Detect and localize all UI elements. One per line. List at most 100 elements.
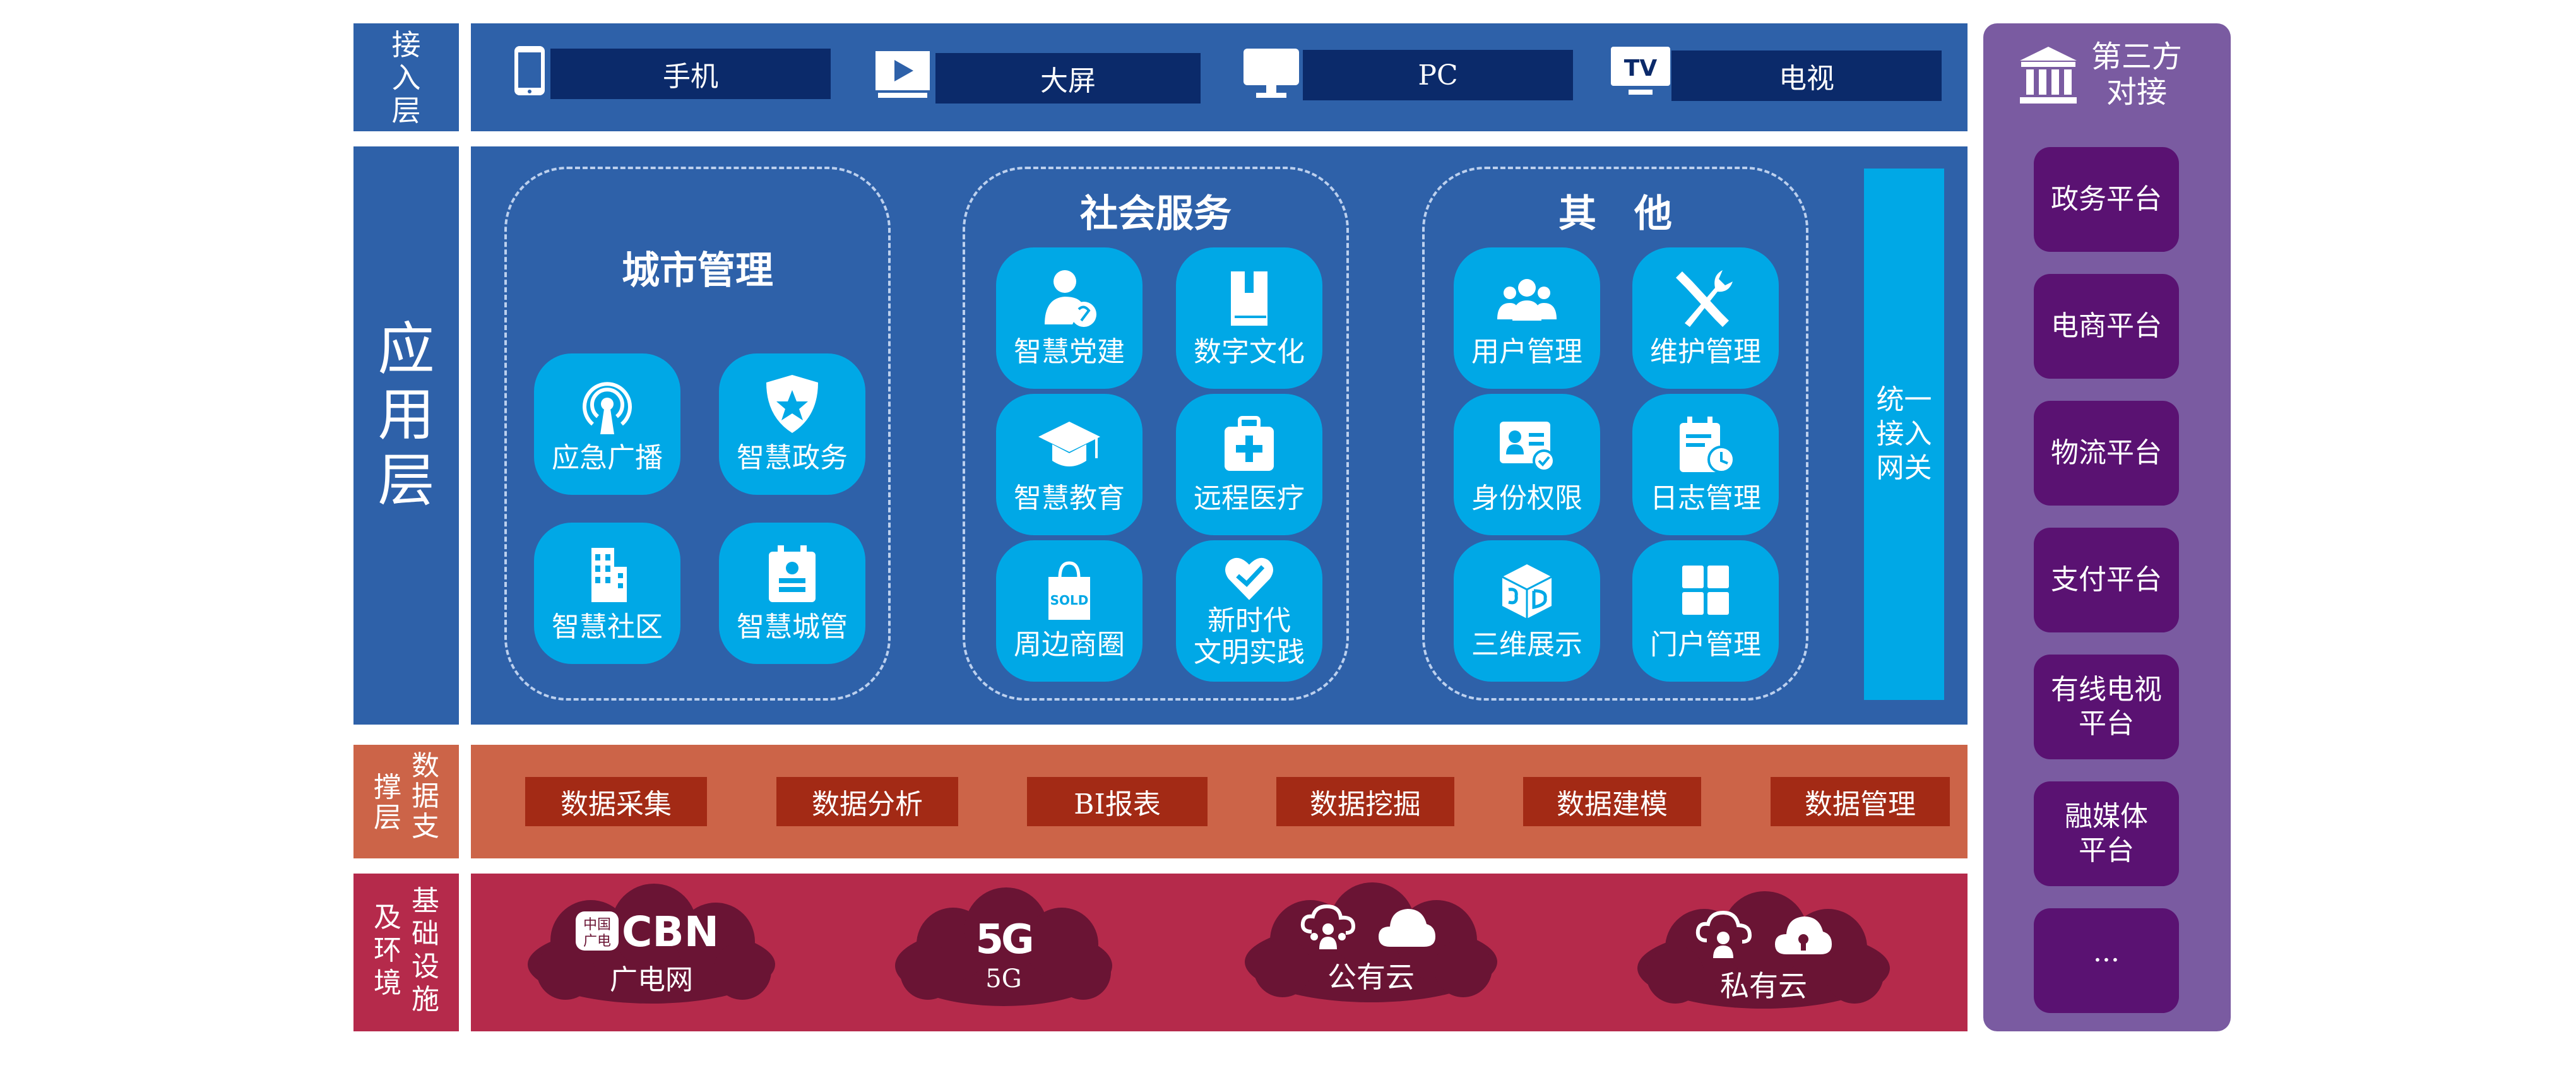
- platform-more[interactable]: ···: [2034, 908, 2179, 1013]
- infra-layer-label: 基 础 设 施 及 环 境: [353, 874, 459, 1031]
- identity-card-icon: [1500, 422, 1555, 472]
- svg-text:中国: 中国: [583, 917, 611, 933]
- device-tv-label: 电视: [1779, 62, 1834, 95]
- data-collection[interactable]: 数据采集: [525, 777, 707, 826]
- tile-smart-community[interactable]: 智慧社区: [534, 523, 680, 664]
- platform-logistics[interactable]: 物流平台: [2034, 401, 2179, 506]
- data-collection-label: 数据采集: [561, 788, 672, 821]
- data-management[interactable]: 数据管理: [1771, 777, 1950, 826]
- svg-text:TV: TV: [1624, 56, 1658, 81]
- cloud-users-icon: [1300, 904, 1356, 949]
- data-mining[interactable]: 数据挖掘: [1276, 777, 1454, 826]
- unified-gateway[interactable]: 统一 接入 网关: [1864, 169, 1944, 700]
- tile-3d-display[interactable]: 三维展示: [1454, 540, 1600, 682]
- data-analysis[interactable]: 数据分析: [776, 777, 958, 826]
- data-layer-band: [471, 745, 1968, 858]
- tile-maintenance-management[interactable]: 维护管理: [1632, 247, 1779, 389]
- app-layer-text: 应用层: [377, 316, 435, 514]
- tv-icon: TV: [1611, 47, 1670, 95]
- cloud-public-label: 公有云: [1327, 960, 1415, 994]
- platform-ecommerce[interactable]: 电商平台: [2034, 274, 2179, 379]
- tile-log-management[interactable]: 日志管理: [1632, 394, 1779, 535]
- tile-telemedicine[interactable]: 远程医疗: [1176, 394, 1322, 535]
- svg-text:施: 施: [412, 983, 439, 1016]
- platform-cable-tv[interactable]: 有线电视 平台: [2034, 655, 2179, 759]
- 5g-logo: 5G: [975, 916, 1034, 963]
- tile-smart-education-label: 智慧教育: [1014, 482, 1125, 514]
- tile-civilization-practice[interactable]: 新时代 文明实践: [1176, 540, 1322, 682]
- tile-digital-culture-label: 数字文化: [1194, 336, 1305, 368]
- svg-text:及: 及: [374, 901, 401, 934]
- infra-layer-text: 基 础 设 施 及 环 境: [374, 885, 439, 1016]
- tile-nearby-shopping[interactable]: SOLD 周边商圈: [996, 540, 1143, 682]
- data-layer-label: 数 据 支 撑 层: [353, 745, 459, 858]
- tile-smart-city-management[interactable]: 智慧城管: [719, 523, 865, 664]
- tile-emergency-broadcast[interactable]: 应急广播: [534, 353, 680, 495]
- tile-telemedicine-label: 远程医疗: [1194, 482, 1305, 514]
- police-badge-icon: [766, 375, 818, 433]
- platform-government[interactable]: 政务平台: [2034, 147, 2179, 252]
- platform-converged-media[interactable]: 融媒体 平台: [2034, 781, 2179, 886]
- cloud-icon: [1379, 909, 1435, 947]
- svg-text:SOLD: SOLD: [1050, 593, 1089, 608]
- tile-smart-education[interactable]: 智慧教育: [996, 394, 1143, 535]
- tile-user-management[interactable]: 用户管理: [1454, 247, 1600, 389]
- institution-bank-icon: [2020, 47, 2077, 104]
- heart-check-icon: [1225, 557, 1274, 600]
- device-big-screen[interactable]: 大屏: [935, 53, 1201, 104]
- tile-digital-culture[interactable]: 数字文化: [1176, 247, 1322, 389]
- cloud-public: [1245, 882, 1497, 1002]
- unified-gateway-label: 统一 接入 网关: [1876, 384, 1932, 484]
- svg-text:基: 基: [412, 885, 439, 917]
- graduation-cap-icon: [1038, 422, 1100, 466]
- group-social-services-title: 社会服务: [1080, 192, 1232, 236]
- data-layer-text: 数 据 支 撑 层: [374, 750, 439, 843]
- tile-portal-management[interactable]: 门户管理: [1632, 540, 1779, 682]
- wrench-screwdriver-icon: [1676, 270, 1733, 327]
- platform-more-label: ···: [2093, 944, 2120, 976]
- platform-government-label: 政务平台: [2051, 183, 2162, 215]
- device-phone[interactable]: 手机: [550, 49, 831, 99]
- data-modeling-label: 数据建模: [1557, 788, 1668, 821]
- cloud-lock-icon: [1775, 916, 1832, 954]
- svg-text:支: 支: [412, 810, 439, 843]
- group-city-management: [504, 167, 891, 701]
- tile-3d-display-label: 三维展示: [1471, 629, 1582, 661]
- group-social-services: [963, 167, 1349, 701]
- building-icon: [591, 548, 627, 602]
- tile-smart-party-building[interactable]: 智慧党建: [996, 247, 1143, 389]
- cloud-5g: [895, 887, 1112, 1006]
- device-phone-label: 手机: [663, 61, 718, 93]
- tile-smart-government[interactable]: 智慧政务: [719, 353, 865, 495]
- platform-ecommerce-label: 电商平台: [2051, 310, 2162, 342]
- device-tv[interactable]: 电视: [1671, 50, 1942, 101]
- data-modeling[interactable]: 数据建模: [1523, 777, 1701, 826]
- platform-cable-tv-label: 有线电视 平台: [2051, 673, 2162, 740]
- tile-log-management-label: 日志管理: [1650, 482, 1761, 514]
- svg-text:环: 环: [374, 934, 401, 966]
- svg-text:数: 数: [412, 750, 439, 782]
- device-pc-label: PC: [1418, 59, 1458, 92]
- tile-identity-permissions[interactable]: 身份权限: [1454, 394, 1600, 535]
- group-others: [1422, 167, 1808, 701]
- big-screen-icon: [875, 51, 930, 98]
- tile-identity-permissions-label: 身份权限: [1471, 482, 1582, 514]
- platform-logistics-label: 物流平台: [2051, 437, 2162, 469]
- tile-smart-community-label: 智慧社区: [552, 611, 663, 643]
- bi-report[interactable]: BI报表: [1027, 777, 1208, 826]
- svg-text:础: 础: [412, 918, 439, 950]
- grid-icon: [1682, 566, 1729, 615]
- bi-report-label: BI报表: [1074, 788, 1161, 821]
- cloud-user-icon: [1695, 910, 1752, 958]
- medical-kit-icon: [1225, 416, 1274, 471]
- cloud-broadcast-network: [528, 884, 775, 1004]
- users-icon: [1497, 279, 1557, 321]
- svg-text:据: 据: [412, 780, 439, 812]
- platform-payment[interactable]: 支付平台: [2034, 528, 2179, 632]
- svg-text:广电: 广电: [583, 934, 611, 949]
- svg-text:层: 层: [374, 802, 401, 834]
- access-layer-label: 接入层: [353, 23, 459, 131]
- device-pc[interactable]: PC: [1303, 50, 1573, 100]
- tile-maintenance-management-label: 维护管理: [1650, 336, 1761, 368]
- shopping-bag-icon: SOLD: [1048, 561, 1090, 620]
